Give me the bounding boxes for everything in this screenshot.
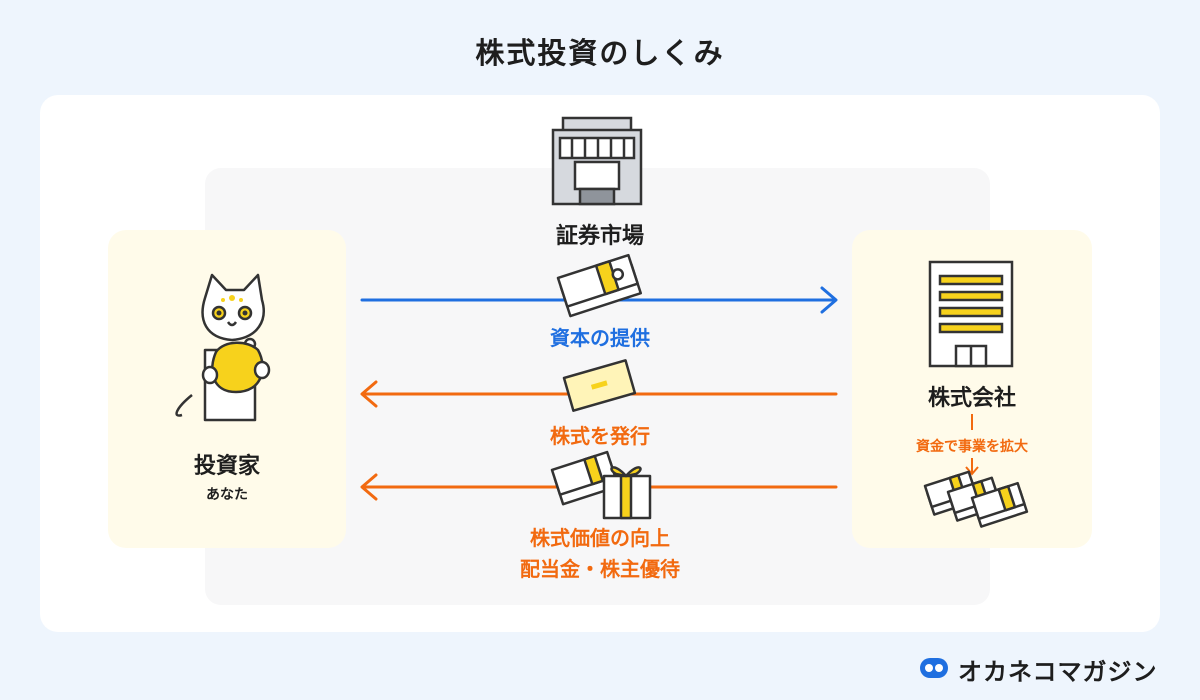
stock-exchange-building-icon [551, 116, 643, 206]
flow-label-returns-line1: 株式価値の向上 [530, 526, 670, 550]
market-label: 証券市場 [555, 224, 644, 249]
investor-label: 投資家 [193, 454, 260, 479]
company-expand-note: 資金で事業を拡大 [916, 439, 1028, 455]
stock-certificate-icon [562, 359, 637, 412]
company-label: 株式会社 [927, 386, 1016, 411]
money-bundle-icon [556, 253, 642, 318]
money-and-gift-icon [550, 450, 652, 520]
flow-label-stock-issue: 株式を発行 [550, 424, 650, 448]
office-building-icon [928, 260, 1014, 368]
page-title: 株式投資のしくみ [475, 36, 725, 70]
okaneko-logo-icon [920, 658, 948, 678]
brand-logo-text: オカネコマガジン [958, 658, 1158, 686]
company-money-stack-icon [923, 470, 1029, 528]
investor-sublabel: あなた [206, 487, 248, 503]
cat-holding-coin-purse-icon [175, 273, 271, 422]
flow-label-capital: 資本の提供 [550, 326, 650, 350]
flow-label-returns-line2: 配当金・株主優待 [520, 557, 680, 581]
expand-arrow [965, 414, 979, 476]
